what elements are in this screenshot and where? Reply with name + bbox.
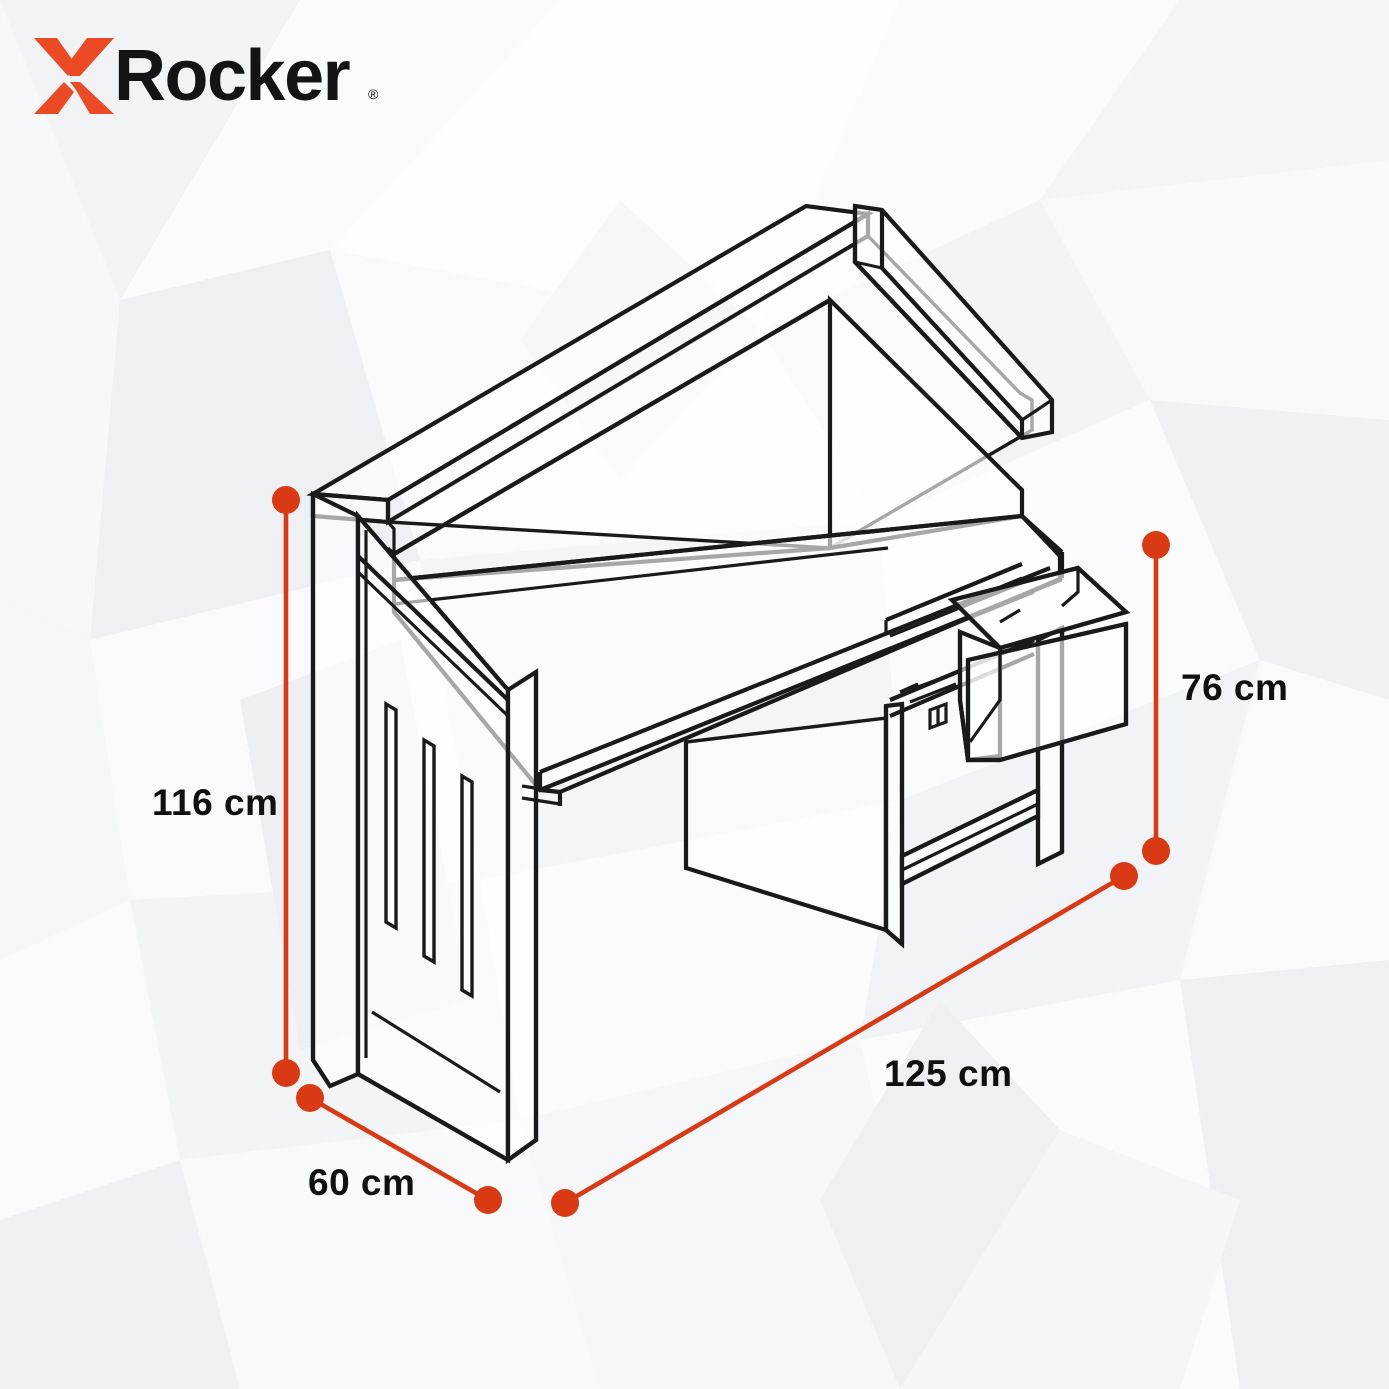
background-facet-27 xyxy=(0,600,130,960)
dimension-endpoint-height-0 xyxy=(272,486,300,514)
background-facet-9 xyxy=(0,0,120,640)
dimension-line-depth xyxy=(307,1095,491,1203)
dimension-endpoint-width-0 xyxy=(551,1189,579,1217)
left-panel-hutch-connector xyxy=(356,530,510,1058)
hutch-right-side-panel xyxy=(852,203,1055,441)
registered-trademark-icon: ® xyxy=(368,86,379,102)
dimension-endpoint-height-1 xyxy=(272,1059,300,1087)
dimension-label-width: 125 cm xyxy=(884,1053,1013,1094)
background-facet-5 xyxy=(1040,160,1389,420)
dimension-endpoint-depth-0 xyxy=(296,1084,324,1112)
background-facet-15 xyxy=(1180,660,1389,980)
background-facet-19 xyxy=(0,900,180,1220)
pull-out-drawer xyxy=(909,565,1131,763)
background-facet-1 xyxy=(120,0,560,300)
dimension-endpoint-depth-1 xyxy=(474,1186,502,1214)
x-rocker-x-icon xyxy=(34,38,114,114)
dimension-label-depth: 60 cm xyxy=(308,1162,416,1203)
dimension-endpoint-desk-height-0 xyxy=(1142,531,1170,559)
brand-logo: Rocker ® xyxy=(28,30,388,122)
background-facet-26 xyxy=(1040,0,1389,200)
background-facet-21 xyxy=(180,1120,600,1389)
panel-slot-2 xyxy=(422,736,436,966)
dimension-label-desk-height: 76 cm xyxy=(1181,667,1289,708)
dimension-label-height: 116 cm xyxy=(152,782,279,823)
background-facet-14 xyxy=(1150,400,1389,700)
background-facet-24 xyxy=(1180,960,1389,1389)
dimension-endpoint-width-1 xyxy=(1110,862,1138,890)
dimension-line-width xyxy=(562,873,1127,1206)
desk-front-rail xyxy=(557,742,688,806)
background-facet-28 xyxy=(520,1040,940,1389)
brand-wordmark: Rocker xyxy=(114,36,351,116)
left-side-panel xyxy=(310,490,561,1165)
dimension-endpoint-desk-height-1 xyxy=(1142,837,1170,865)
panel-slot-1 xyxy=(384,700,398,932)
background-facet-29 xyxy=(820,1000,1060,1389)
background-facet-30 xyxy=(900,1130,1240,1389)
panel-slot-3 xyxy=(460,772,474,1000)
background-facet-20 xyxy=(0,1160,240,1389)
